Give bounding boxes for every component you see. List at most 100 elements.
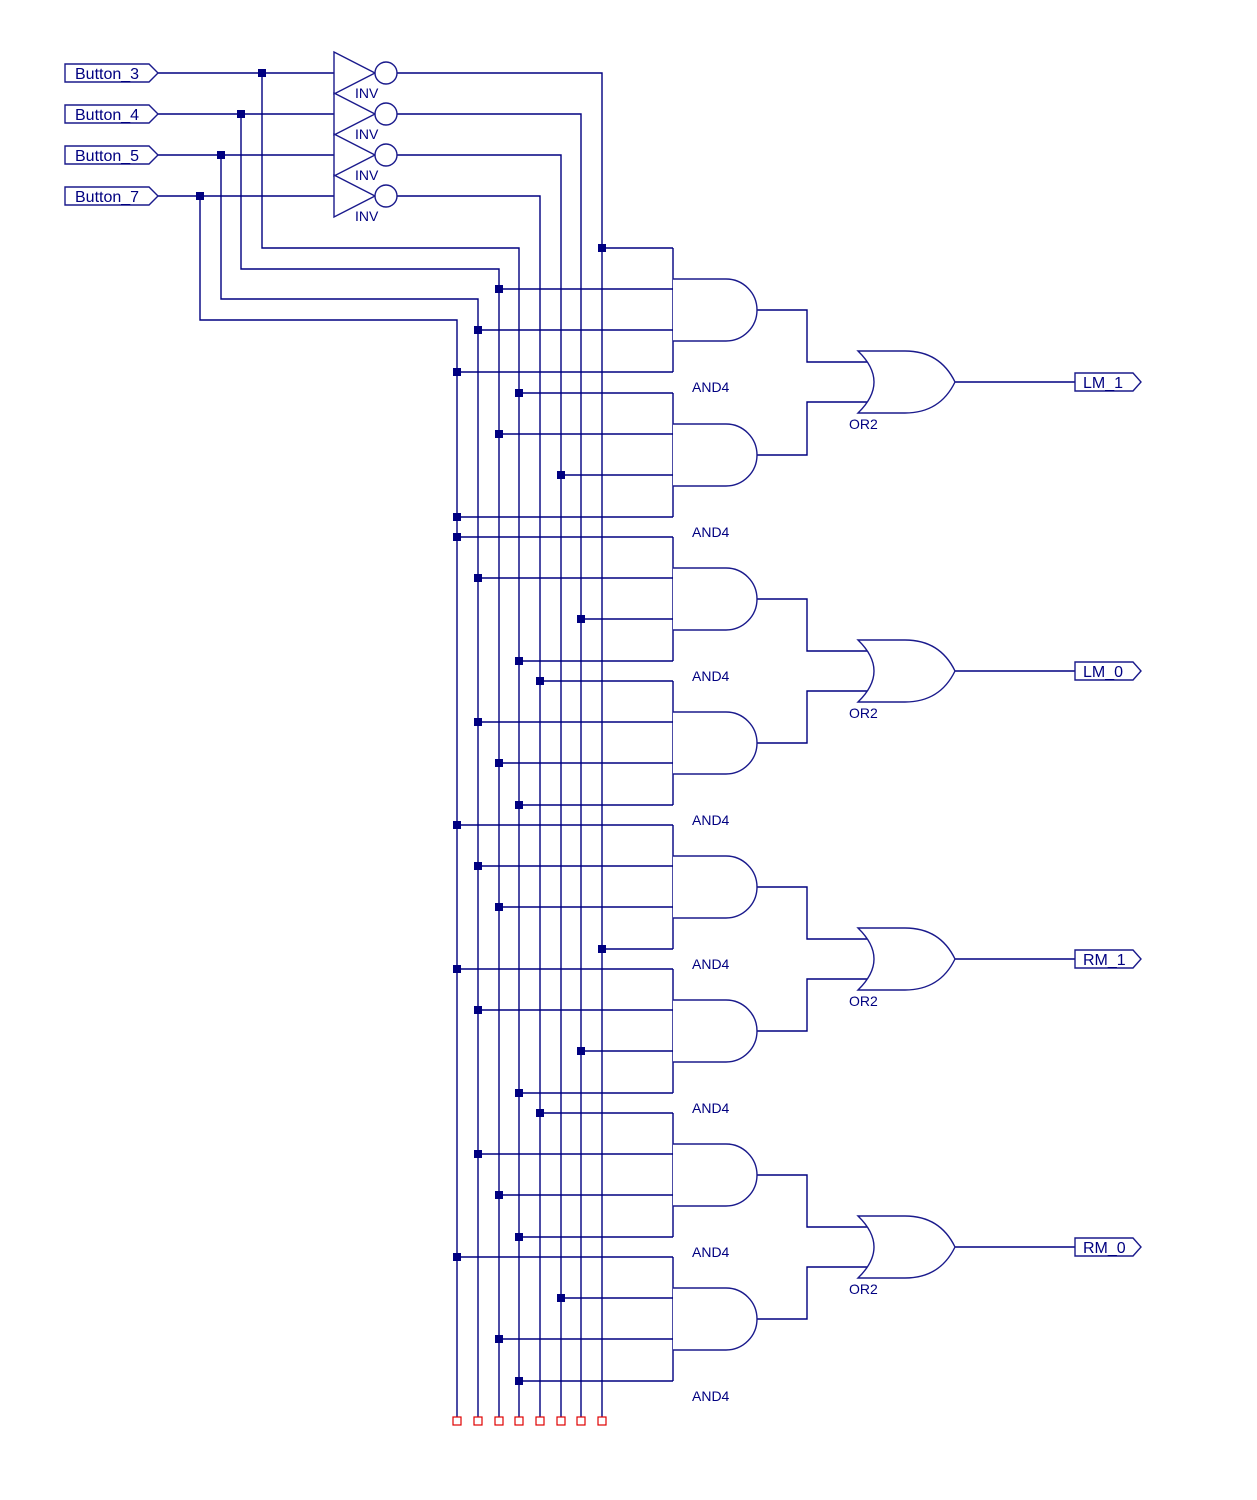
bus-~b5 <box>397 154 562 1421</box>
inverter-triangle <box>333 50 377 96</box>
or-gate-label: OR2 <box>849 993 878 1009</box>
junction-dot <box>474 718 482 726</box>
input-port-label: Button_4 <box>75 107 139 124</box>
or-gate-or3: OR2 <box>849 927 956 1009</box>
junction-dot <box>515 801 523 809</box>
input-port-b4: Button_4 <box>64 104 159 124</box>
or-input-wire <box>757 886 870 940</box>
junction-dot <box>474 574 482 582</box>
and-gate-and1: AND4 <box>673 278 758 395</box>
wires-layer <box>158 72 1075 1421</box>
bus-terminal <box>556 1416 566 1426</box>
bus-b7 <box>199 196 458 1421</box>
and-gate-and8: AND4 <box>673 1287 758 1404</box>
and-gate-body <box>673 1287 758 1351</box>
and-gate-body <box>673 855 758 919</box>
and-gate-label: AND4 <box>692 812 730 828</box>
input-port-label: Button_5 <box>75 148 139 165</box>
junction-dot <box>474 1150 482 1158</box>
junction-dot <box>474 862 482 870</box>
or-input-wire <box>757 690 870 744</box>
or-input-wire <box>757 1266 870 1320</box>
and-gate-label: AND4 <box>692 1100 730 1116</box>
junction-dot <box>598 244 606 252</box>
or-input-wire <box>757 309 870 363</box>
junction-dot <box>515 1377 523 1385</box>
junction-dot <box>515 1089 523 1097</box>
bus-b3 <box>261 73 520 1421</box>
junction-dot <box>453 965 461 973</box>
and-gate-label: AND4 <box>692 524 730 540</box>
and-gate-and4: AND4 <box>673 711 758 828</box>
output-port-label: RM_1 <box>1083 952 1126 969</box>
and-gate-label: AND4 <box>692 668 730 684</box>
input-port-b5: Button_5 <box>64 145 159 165</box>
or-gate-or1: OR2 <box>849 350 956 432</box>
or-gate-body <box>856 350 956 414</box>
input-port-label: Button_3 <box>75 66 139 83</box>
input-port-shape <box>64 186 159 206</box>
bus-terminal <box>535 1416 545 1426</box>
inverter-inv3: INV <box>333 50 398 101</box>
junction-dot <box>557 1294 565 1302</box>
inverter-inv5: INV <box>333 132 398 183</box>
or-gate-body <box>856 1215 956 1279</box>
and-gate-label: AND4 <box>692 1244 730 1260</box>
or-gate-label: OR2 <box>849 705 878 721</box>
junction-dot <box>217 151 225 159</box>
bus-b4 <box>240 114 500 1421</box>
junction-dot <box>515 1233 523 1241</box>
junction-dot <box>474 1006 482 1014</box>
output-port-lm0: LM_0 <box>1074 661 1142 681</box>
and-gate-and6: AND4 <box>673 999 758 1116</box>
ports-layer: Button_3Button_4Button_5Button_7LM_1LM_0… <box>64 63 1142 1426</box>
inverter-bubble <box>374 143 398 167</box>
and-gate-body <box>673 999 758 1063</box>
junction-dot <box>495 285 503 293</box>
or-input-wire <box>757 1174 870 1228</box>
bus-terminal <box>452 1416 462 1426</box>
junction-dot <box>577 1047 585 1055</box>
output-port-rm1: RM_1 <box>1074 949 1142 969</box>
input-port-shape <box>64 104 159 124</box>
inverter-label: INV <box>355 126 379 142</box>
input-port-b7: Button_7 <box>64 186 159 206</box>
output-port-label: LM_0 <box>1083 664 1123 681</box>
junctions-layer <box>196 69 606 1385</box>
junction-dot <box>237 110 245 118</box>
input-port-shape <box>64 63 159 83</box>
junction-dot <box>453 1253 461 1261</box>
junction-dot <box>577 615 585 623</box>
inverter-label: INV <box>355 167 379 183</box>
bus-~b4 <box>397 113 582 1421</box>
output-port-lm1: LM_1 <box>1074 372 1142 392</box>
junction-dot <box>453 368 461 376</box>
junction-dot <box>598 945 606 953</box>
or-input-wire <box>757 978 870 1032</box>
junction-dot <box>495 759 503 767</box>
inverter-bubble <box>374 61 398 85</box>
junction-dot <box>536 677 544 685</box>
or-gate-or4: OR2 <box>849 1215 956 1297</box>
and-gate-body <box>673 567 758 631</box>
inverter-bubble <box>374 184 398 208</box>
junction-dot <box>495 903 503 911</box>
input-port-label: Button_7 <box>75 189 139 206</box>
junction-dot <box>474 326 482 334</box>
and-gate-and3: AND4 <box>673 567 758 684</box>
gates-layer: INVINVINVINVAND4AND4AND4AND4AND4AND4AND4… <box>333 50 956 1404</box>
or-gate-or2: OR2 <box>849 639 956 721</box>
inverter-triangle <box>333 173 377 219</box>
output-port-shape <box>1074 949 1142 969</box>
input-port-b3: Button_3 <box>64 63 159 83</box>
inverter-label: INV <box>355 85 379 101</box>
junction-dot <box>515 389 523 397</box>
junction-dot <box>515 657 523 665</box>
inverter-triangle <box>333 91 377 137</box>
and-gate-label: AND4 <box>692 1388 730 1404</box>
output-port-shape <box>1074 1237 1142 1257</box>
and-gate-label: AND4 <box>692 956 730 972</box>
bus-terminal <box>514 1416 524 1426</box>
and-gate-and2: AND4 <box>673 423 758 540</box>
